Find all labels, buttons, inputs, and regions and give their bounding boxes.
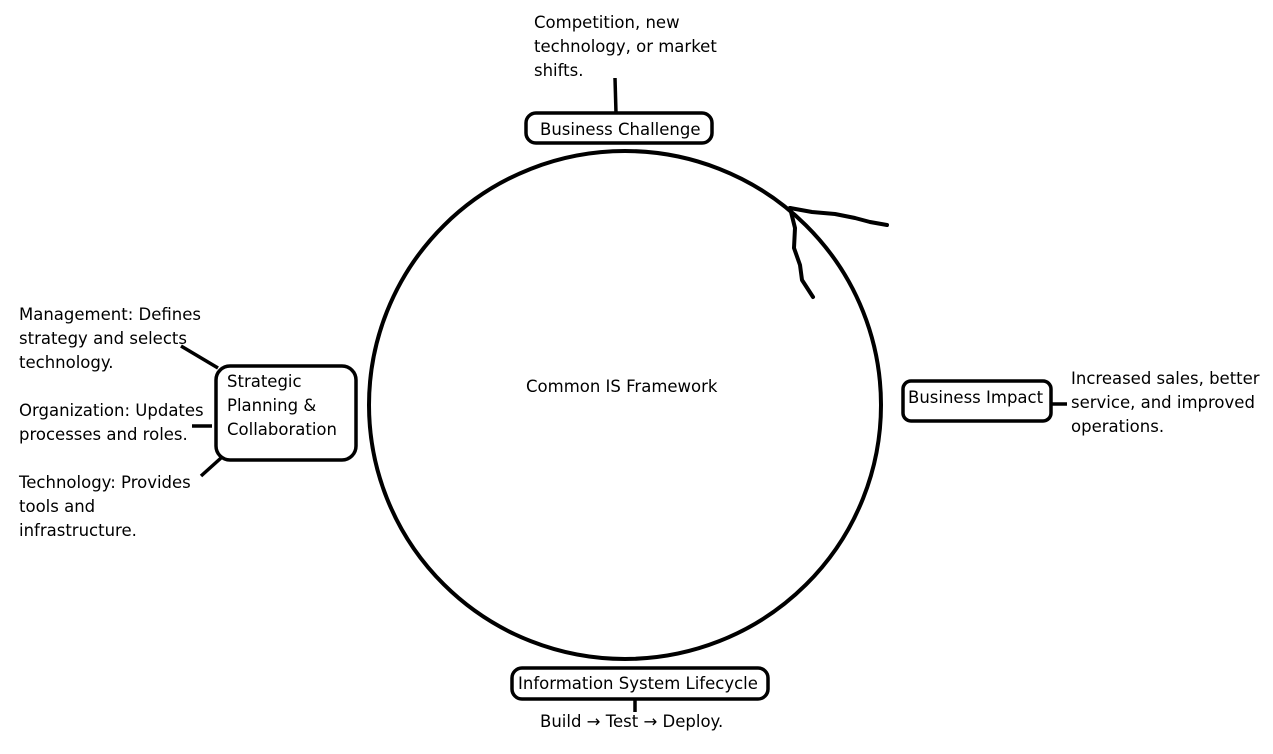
challenge-note: Competition, new technology, or market s… [534, 13, 717, 80]
business-impact-box [901, 379, 1053, 423]
cycle-arrowhead [788, 206, 889, 227]
lifecycle-box [510, 666, 770, 701]
cycle-arrowhead-tail [788, 206, 815, 299]
business-challenge-label: Business Challenge [540, 120, 701, 139]
technology-connector [199, 456, 223, 478]
planning-box [214, 364, 358, 462]
center-label: Common IS Framework [526, 377, 718, 396]
management-note: Management: Defines strategy and selects… [19, 305, 201, 372]
business-challenge-box [524, 111, 714, 145]
lifecycle-label: Information System Lifecycle [518, 674, 758, 693]
impact-note: Increased sales, better service, and imp… [1071, 369, 1260, 436]
planning-label: Strategic Planning & Collaboration [227, 372, 337, 439]
technology-note: Technology: Provides tools and infrastru… [19, 473, 191, 540]
business-impact-label: Business Impact [908, 388, 1044, 407]
challenge-connector [613, 77, 618, 114]
lifecycle-note: Build → Test → Deploy. [540, 712, 724, 731]
cycle-circle [367, 149, 883, 661]
management-connector [180, 344, 219, 370]
organization-note: Organization: Updates processes and role… [19, 401, 204, 444]
